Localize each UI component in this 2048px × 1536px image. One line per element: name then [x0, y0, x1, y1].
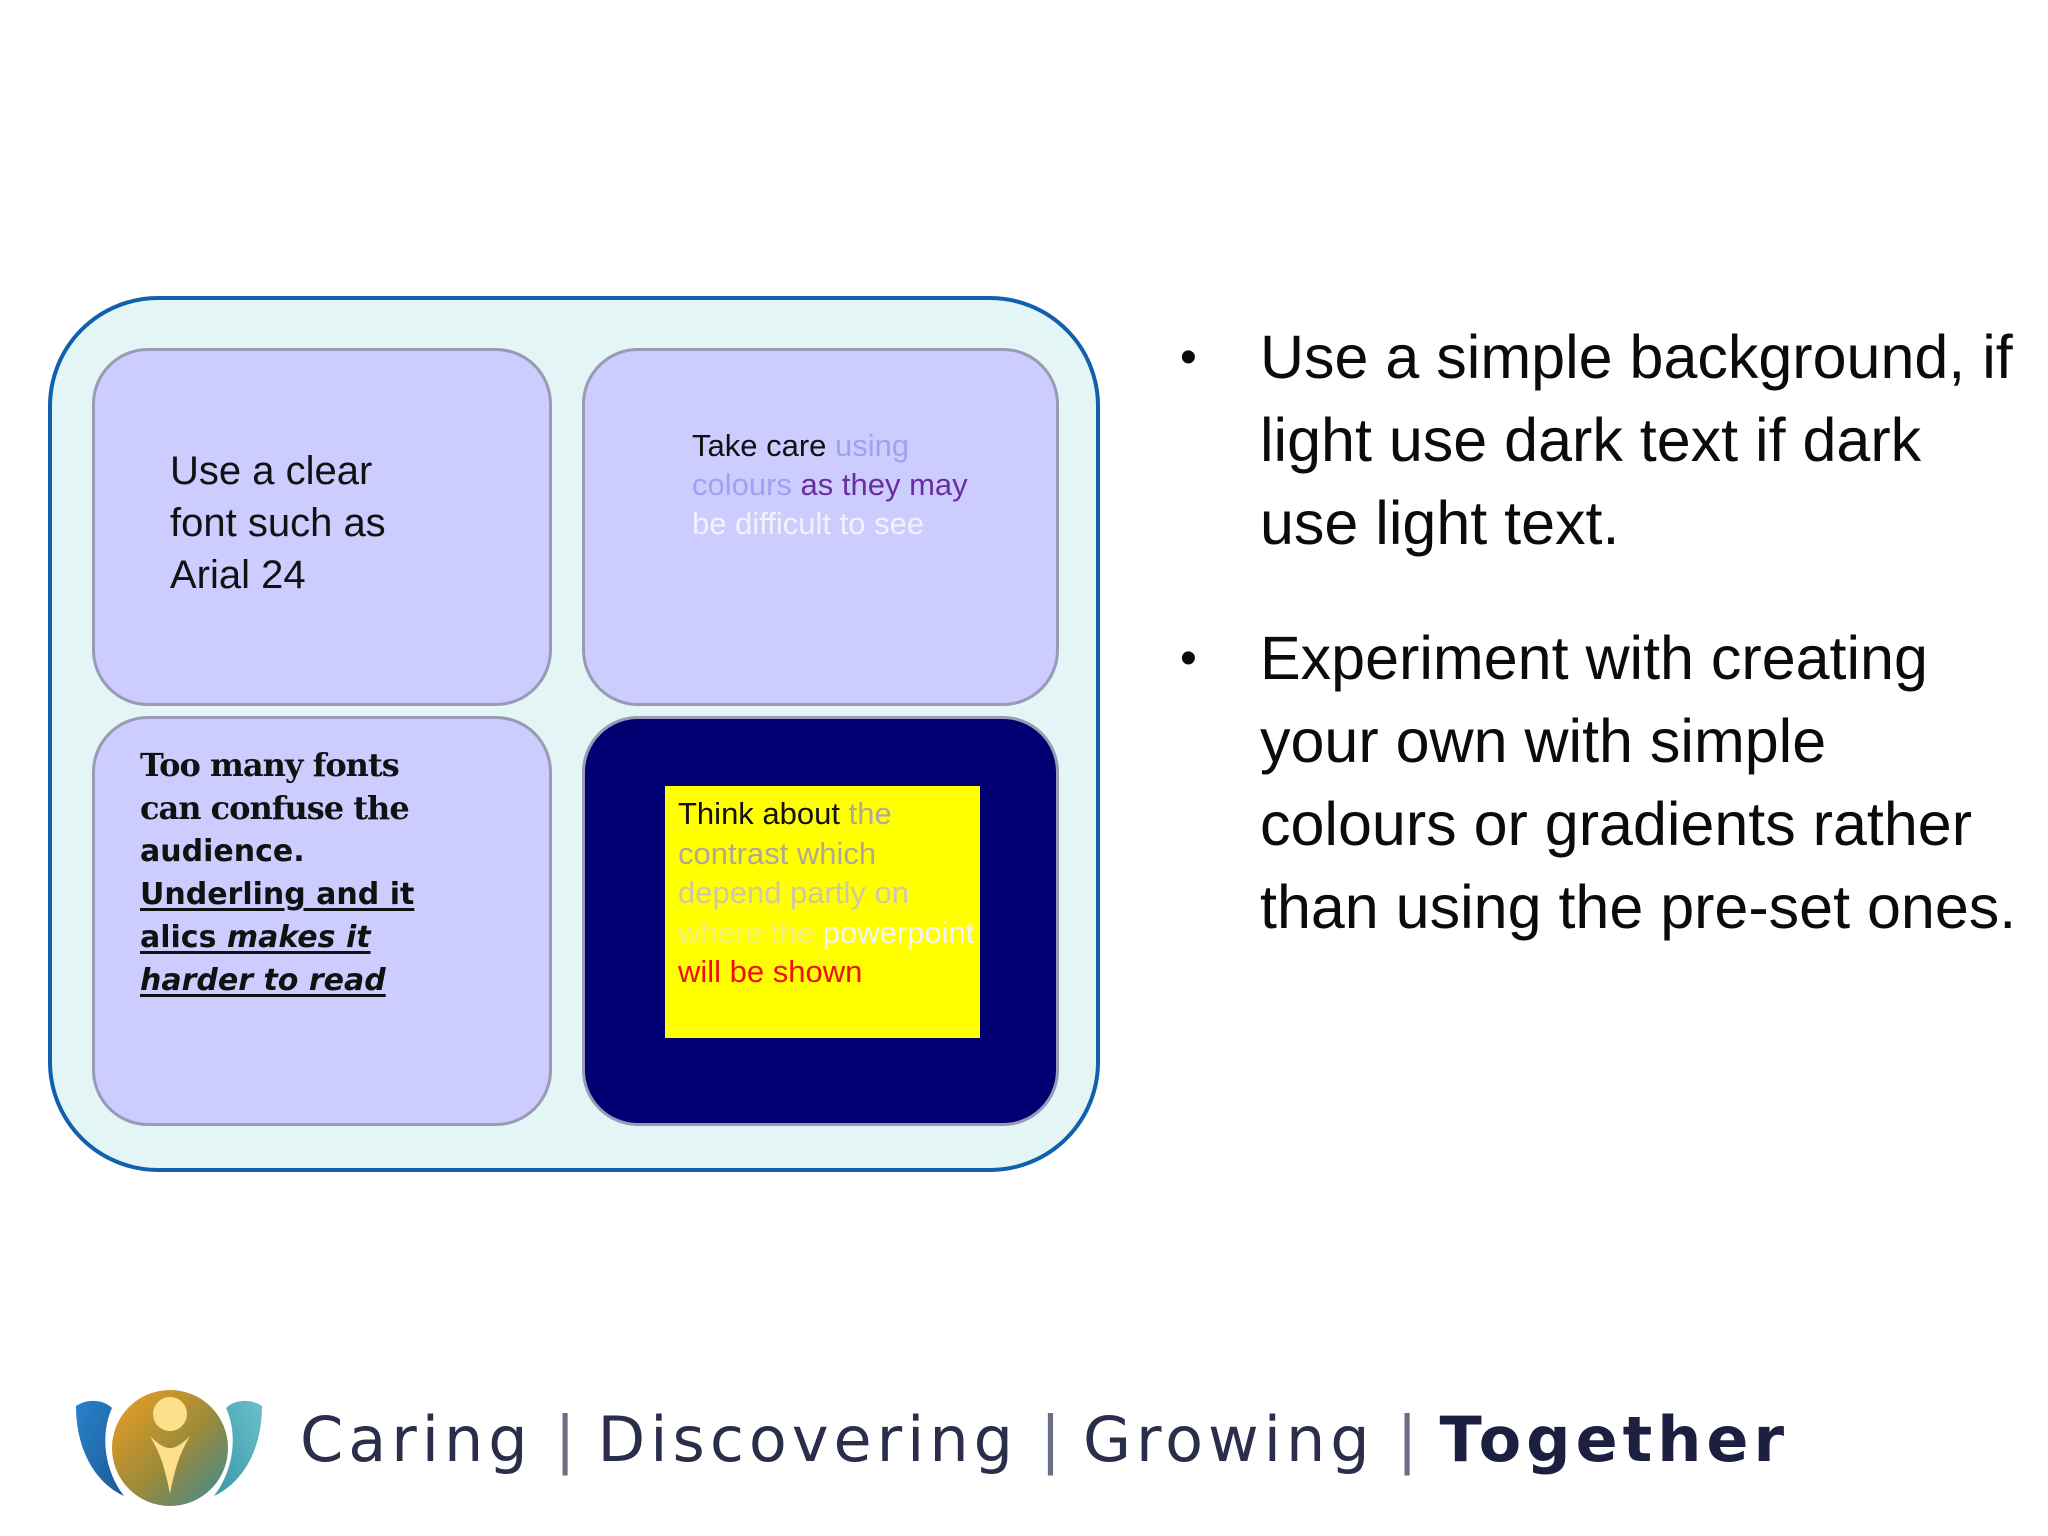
- tile-clear-font-line: Use a clear: [170, 449, 373, 493]
- fonts-line: can confuse the: [140, 789, 410, 827]
- bullet-item: • Experiment with creating your own with…: [1180, 617, 2030, 949]
- fonts-line: harder to read: [140, 963, 386, 998]
- fonts-line: Underling and it: [140, 877, 415, 912]
- contrast-segment: powerpoint: [814, 914, 975, 950]
- tile-clear-font-text: Use a clear font such as Arial 24: [170, 445, 386, 601]
- tile-too-many-fonts-text: Too many fonts can confuse the audience.…: [140, 744, 414, 1002]
- bullet-text: Use a simple background, if light use da…: [1260, 323, 2013, 557]
- contrast-segment: the contrast which: [678, 796, 892, 871]
- bullet-text: Experiment with creating your own with s…: [1260, 624, 2017, 941]
- tagline-word-emphasis: Together: [1439, 1403, 1790, 1476]
- school-logo-icon: [76, 1390, 262, 1506]
- bullet-list: • Use a simple background, if light use …: [1180, 316, 2030, 1001]
- footer-tagline: Caring | Discovering | Growing | Together: [300, 1400, 1789, 1480]
- tagline-word: Discovering: [597, 1403, 1019, 1476]
- fonts-line-part-italic: makes it: [226, 920, 371, 955]
- tile-too-many-fonts: [92, 716, 552, 1126]
- contrast-segment: will be shown: [678, 954, 863, 989]
- bullet-dot-icon: •: [1180, 331, 1197, 384]
- colours-segment: be difficult to see: [692, 506, 925, 541]
- fonts-line-mixed: alics makes it: [140, 916, 414, 959]
- fonts-line: Too many fonts: [140, 746, 400, 784]
- bullet-dot-icon: •: [1180, 632, 1197, 685]
- colours-segment: using colours: [692, 428, 910, 502]
- contrast-yellow-box: [665, 786, 980, 1038]
- tagline-word: Growing: [1082, 1403, 1375, 1476]
- colours-segment: as they may: [791, 467, 968, 502]
- contrast-segment: where the: [678, 914, 815, 950]
- tile-colours-text: Take care using colours as they may be d…: [692, 426, 982, 543]
- tagline-separator: |: [1396, 1403, 1418, 1476]
- colours-segment: Take care: [692, 428, 836, 463]
- fonts-line-part: alics: [140, 920, 227, 955]
- tile-contrast-text: Think about the contrast which depend pa…: [678, 794, 978, 992]
- fonts-line: audience.: [140, 834, 305, 869]
- contrast-segment: Think about: [678, 796, 849, 831]
- tile-colours: [582, 348, 1059, 706]
- bullet-item: • Use a simple background, if light use …: [1180, 316, 2030, 565]
- tile-clear-font-line: font such as: [170, 501, 386, 545]
- tagline-separator: |: [1040, 1403, 1061, 1476]
- tagline-word: Caring: [300, 1403, 533, 1476]
- contrast-segment: depend partly on: [678, 875, 909, 910]
- tile-clear-font-line: Arial 24: [170, 553, 306, 597]
- tile-clear-font: [92, 348, 552, 706]
- tagline-separator: |: [554, 1403, 576, 1476]
